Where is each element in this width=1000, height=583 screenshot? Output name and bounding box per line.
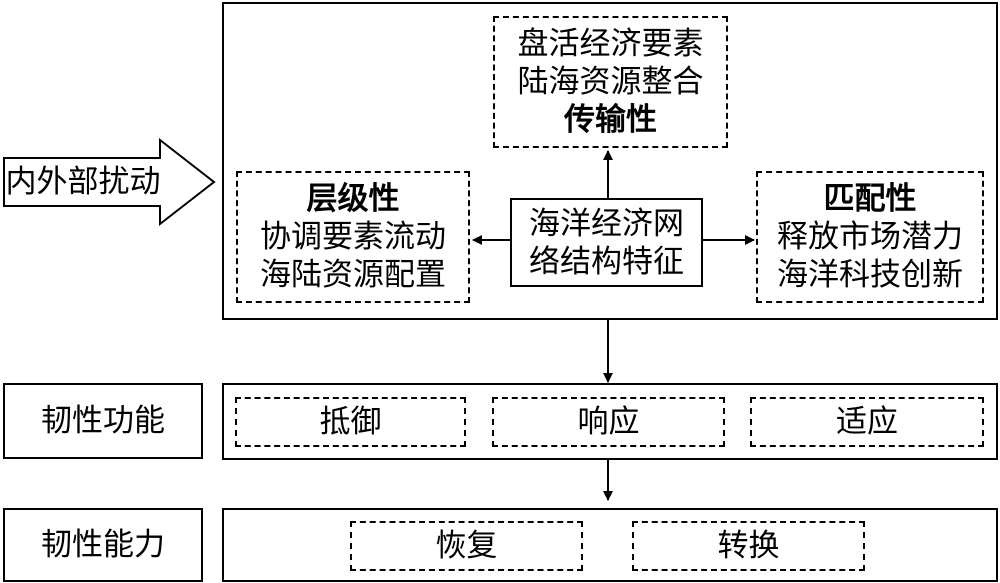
center-line-1: 海洋经济网 [529, 205, 684, 242]
function-label: 韧性功能 [3, 383, 203, 459]
input-label: 内外部扰动 [5, 164, 161, 200]
matching-box: 匹配性 释放市场潜力 海洋科技创新 [756, 171, 984, 303]
network-structure-box: 海洋经济网 络结构特征 [510, 198, 703, 287]
transmission-title: 传输性 [564, 102, 657, 138]
transmission-box: 盘活经济要素 陆海资源整合 传输性 [493, 16, 728, 148]
hierarchy-line-2: 海陆资源配置 [260, 257, 446, 293]
hierarchy-line-1: 协调要素流动 [260, 219, 446, 255]
function-item-respond: 响应 [492, 397, 725, 447]
input-arrow-icon [3, 137, 216, 227]
capacity-item-transform: 转换 [632, 521, 865, 571]
matching-line-2: 海洋科技创新 [777, 257, 963, 293]
transmission-line-2: 陆海资源整合 [517, 64, 704, 100]
network-panel [222, 2, 998, 320]
function-item-adapt: 适应 [750, 397, 984, 447]
hierarchy-box: 层级性 协调要素流动 海陆资源配置 [236, 171, 470, 303]
function-item-resist: 抵御 [235, 397, 466, 447]
capacity-item-recover: 恢复 [350, 521, 583, 571]
capacity-panel [222, 508, 998, 582]
matching-title: 匹配性 [823, 181, 917, 217]
matching-line-1: 释放市场潜力 [777, 219, 963, 255]
capacity-label: 韧性能力 [3, 508, 203, 582]
center-line-2: 络结构特征 [529, 243, 684, 280]
transmission-line-1: 盘活经济要素 [517, 26, 704, 62]
hierarchy-title: 层级性 [306, 181, 400, 217]
